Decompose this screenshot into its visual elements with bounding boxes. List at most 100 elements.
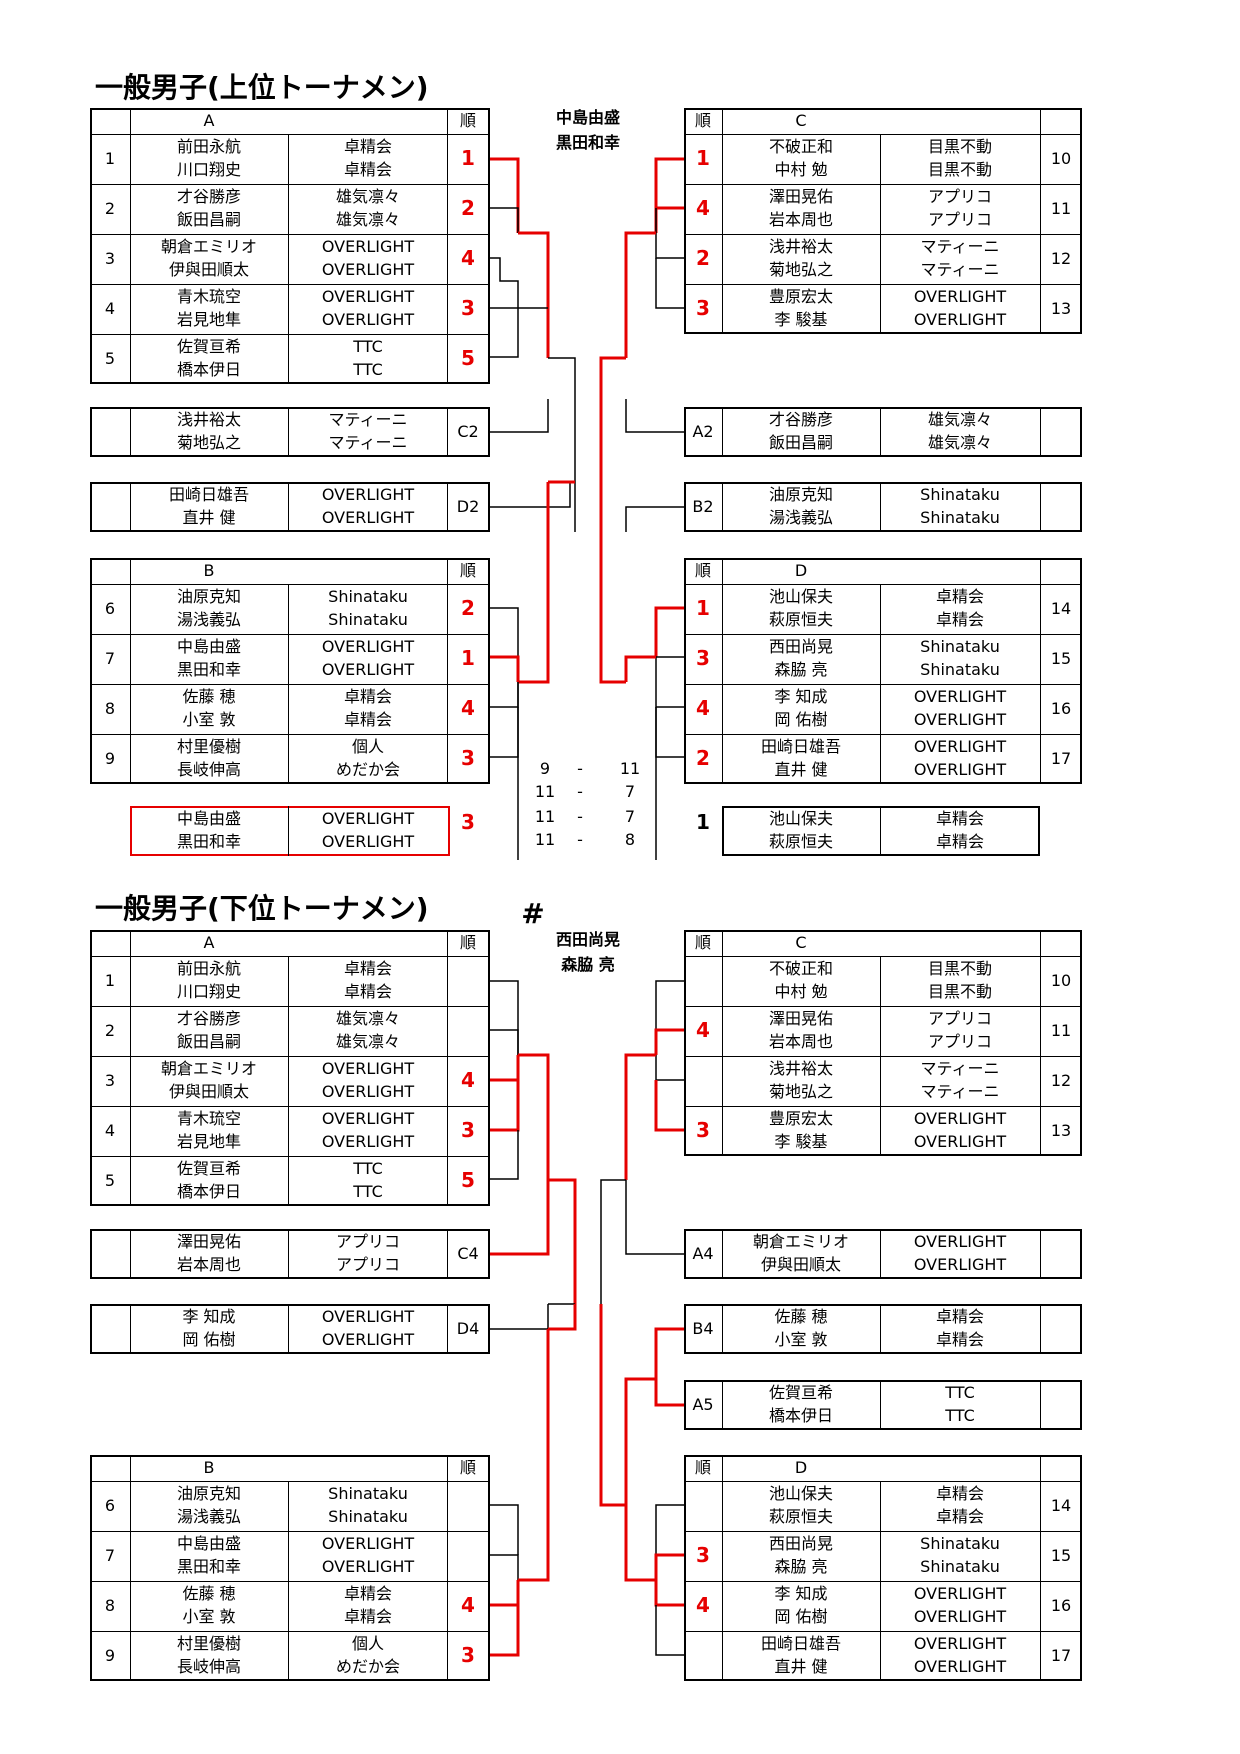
club-name: 卓精会 [935, 1330, 985, 1349]
club-name: OVERLIGHT [913, 310, 1007, 329]
seed-label: A4 [692, 1244, 714, 1263]
score-dash: - [577, 807, 583, 826]
grid-line [722, 482, 723, 532]
player-name: 才谷勝彦 [768, 410, 834, 429]
player-name: 前田永航 [176, 137, 242, 156]
rank-value: 3 [461, 1643, 475, 1667]
club-name: OVERLIGHT [913, 287, 1007, 306]
group-header: D [794, 561, 808, 580]
bracket-line [654, 157, 684, 233]
rank-value: 3 [696, 1118, 710, 1142]
player-no: 12 [1050, 249, 1072, 268]
club-name: マティーニ [328, 410, 408, 429]
club-name: OVERLIGHT [321, 1330, 415, 1349]
rank-value: 4 [461, 1068, 475, 1092]
player-name: 前田永航 [176, 959, 242, 978]
bracket-line [490, 257, 519, 308]
grid-line [880, 1380, 881, 1430]
club-name: TTC [353, 1182, 383, 1201]
bracket-line [490, 1080, 520, 1132]
player-name: 李 駿基 [774, 310, 828, 329]
grid-line [684, 1531, 1082, 1532]
grid-line [130, 1455, 131, 1681]
bracket-line [654, 1028, 684, 1055]
bracket-line [600, 1179, 626, 1304]
rank-value: 1 [696, 146, 710, 170]
club-name: アプリコ [927, 1009, 993, 1028]
player-name: 森脇 亮 [774, 1557, 828, 1576]
club-name: 卓精会 [343, 959, 393, 978]
club-name: 卓精会 [935, 1484, 985, 1503]
seed-box [684, 1304, 1082, 1354]
player-name: 岩見地隼 [176, 310, 242, 329]
champion-name: 黒田和幸 [555, 133, 621, 152]
score-left: 9 [539, 759, 551, 778]
bracket-line [654, 1379, 684, 1407]
club-name: TTC [353, 337, 383, 356]
player-name: 池山保夫 [768, 587, 834, 606]
bracket-line [654, 606, 684, 657]
club-name: Shinataku [920, 637, 1000, 656]
group-header: C [795, 933, 807, 952]
player-name: 黒田和幸 [176, 1557, 242, 1576]
page-title: 一般男子(下位トーナメン) [95, 892, 429, 925]
grid-line [684, 1481, 1082, 1482]
player-no: 9 [104, 1646, 116, 1665]
grid-line [722, 108, 723, 334]
group-table [684, 1455, 1082, 1681]
player-no: 8 [104, 699, 116, 718]
rank-header: 順 [694, 1458, 712, 1477]
player-name: 橋本伊日 [768, 1406, 834, 1425]
grid-line [880, 482, 881, 532]
player-no: 3 [104, 249, 116, 268]
score-left: 11 [534, 830, 556, 849]
rank-value: 2 [461, 596, 475, 620]
player-name: 岩本周也 [176, 1255, 242, 1274]
club-name: アプリコ [927, 187, 993, 206]
club-name: OVERLIGHT [913, 1132, 1007, 1151]
club-name: OVERLIGHT [321, 1307, 415, 1326]
player-name: 中島由盛 [176, 637, 242, 656]
grid-line [684, 634, 1082, 635]
club-name: マティーニ [920, 1059, 1000, 1078]
player-no: 16 [1050, 699, 1072, 718]
rank-value: 5 [461, 1168, 475, 1192]
bracket-line [490, 308, 519, 358]
club-name: Shinataku [328, 1507, 408, 1526]
bracket-line [625, 506, 684, 532]
player-name: 佐藤 穂 [182, 1584, 236, 1603]
club-name: 雄気凛々 [927, 433, 993, 452]
grid-line [130, 407, 131, 457]
grid-line [90, 1631, 490, 1632]
bracket-line [490, 1180, 550, 1256]
player-name: 田崎日雄吾 [760, 1634, 842, 1653]
rank-value: 4 [696, 196, 710, 220]
player-name: 小室 敦 [182, 710, 236, 729]
club-name: めだか会 [335, 760, 401, 779]
player-name: 朝倉エミリオ [752, 1232, 850, 1251]
group-table [684, 558, 1082, 784]
rank-value: 4 [461, 696, 475, 720]
player-name: 川口翔史 [176, 160, 242, 179]
grid-line [1040, 1380, 1041, 1430]
grid-line [90, 634, 490, 635]
player-name: 長岐伸高 [176, 760, 242, 779]
grid-line [684, 184, 1082, 185]
club-name: OVERLIGHT [913, 710, 1007, 729]
player-name: 橋本伊日 [176, 360, 242, 379]
score-dash: - [577, 759, 583, 778]
club-name: Shinataku [328, 610, 408, 629]
club-name: 卓精会 [343, 1584, 393, 1603]
club-name: めだか会 [335, 1657, 401, 1676]
club-name: OVERLIGHT [913, 1232, 1007, 1251]
grid-line [90, 1106, 490, 1107]
club-name: TTC [353, 1159, 383, 1178]
bracket-line [654, 1580, 684, 1607]
player-name: 朝倉エミリオ [160, 1059, 258, 1078]
club-name: OVERLIGHT [321, 660, 415, 679]
grid-line [288, 806, 289, 856]
grid-line [90, 184, 490, 185]
rank-header: 順 [694, 933, 712, 952]
player-name: 萩原恒夫 [768, 1507, 834, 1526]
club-name: OVERLIGHT [321, 310, 415, 329]
